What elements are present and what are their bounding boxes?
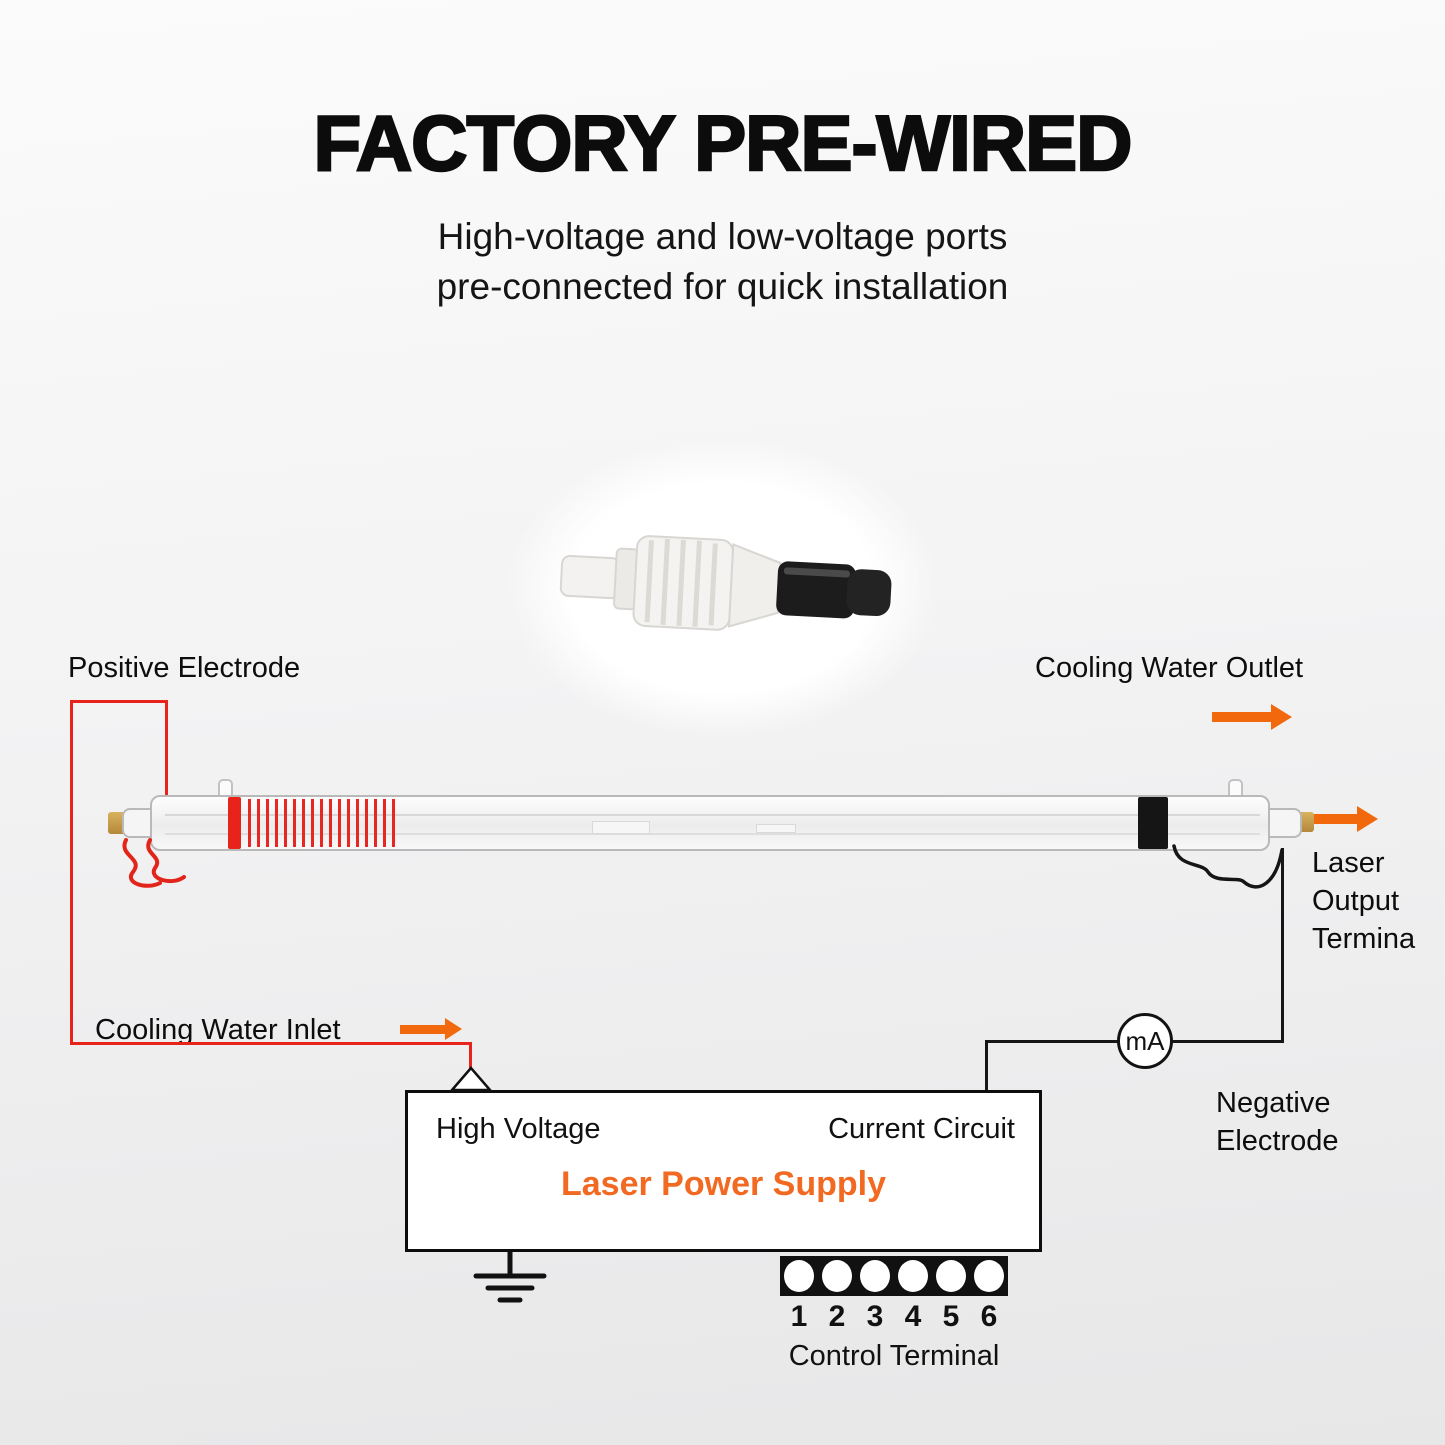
terminal-number-3: 3 — [866, 1300, 884, 1333]
laser-tube-support-bracket — [592, 821, 650, 834]
ground-symbol-icon — [473, 1250, 547, 1303]
connector-closeup-ellipse — [505, 438, 940, 738]
laser-tube-left-brass-tip — [108, 812, 126, 834]
cooling-water-outlet-arrow-right-icon — [1212, 704, 1292, 730]
ammeter-label: mA — [1125, 1025, 1165, 1056]
laser-output-label-line-1: Laser — [1312, 847, 1385, 879]
cooling-water-outlet-label: Cooling Water Outlet — [1035, 652, 1304, 684]
red-wire-to-tube-vertical — [165, 700, 168, 796]
laser-tube-right-brass-tip — [1298, 812, 1314, 832]
water-port-right-nub — [1228, 779, 1243, 799]
high-voltage-label: High Voltage — [436, 1113, 601, 1145]
water-port-left-nub — [218, 779, 233, 799]
red-wire-to-psu-vertical — [469, 1042, 472, 1070]
page-subtitle: High-voltage and low-voltage ports pre-c… — [0, 212, 1445, 312]
cooling-water-inlet-arrow-right-icon — [400, 1018, 462, 1040]
power-supply-name: Laser Power Supply — [561, 1165, 886, 1203]
current-circuit-label: Current Circuit — [828, 1113, 1015, 1145]
connector-illustration — [559, 535, 892, 631]
terminal-number-4: 4 — [904, 1300, 922, 1333]
laser-output-terminal-label: Laser Output Termina — [1312, 844, 1415, 958]
laser-output-label-line-3: Termina — [1312, 923, 1416, 955]
laser-tube-inner-line-top — [165, 814, 1260, 816]
red-wire-bottom-horizontal — [70, 1042, 472, 1045]
ammeter-gauge: mA — [1117, 1013, 1173, 1069]
terminal-numbers-row: 1 2 3 4 5 6 — [780, 1300, 1008, 1334]
laser-tube-inner-line-bottom — [165, 833, 1260, 835]
negative-electrode-label-line-2: Electrode — [1216, 1125, 1339, 1157]
positive-electrode-label: Positive Electrode — [68, 652, 301, 684]
laser-tube-red-ring — [228, 797, 241, 849]
red-wire-left-vertical — [70, 700, 73, 1045]
control-terminal-block — [780, 1256, 1008, 1296]
negative-electrode-label: Negative Electrode — [1216, 1084, 1339, 1160]
laser-tube-right-neck — [1268, 808, 1302, 838]
subtitle-line-1: High-voltage and low-voltage ports — [437, 216, 1008, 257]
terminal-number-5: 5 — [942, 1300, 960, 1333]
positive-electrode-red-wires — [122, 838, 186, 888]
terminal-number-6: 6 — [980, 1300, 998, 1333]
laser-tube-black-band — [1138, 797, 1168, 849]
control-terminal-label: Control Terminal — [788, 1340, 1000, 1372]
laser-power-supply-box: High Voltage Current Circuit Laser Power… — [405, 1090, 1042, 1252]
laser-output-label-line-2: Output — [1312, 885, 1400, 917]
negative-electrode-label-line-1: Negative — [1216, 1087, 1331, 1119]
black-wire-right-vertical — [1281, 848, 1284, 1042]
red-wire-top-horizontal — [70, 700, 168, 703]
subtitle-line-2: pre-connected for quick installation — [436, 266, 1009, 307]
black-wire-to-psu-vertical — [985, 1040, 988, 1092]
laser-output-arrow-right-icon — [1312, 806, 1378, 832]
high-voltage-connector-triangle — [450, 1066, 492, 1092]
terminal-number-2: 2 — [828, 1300, 846, 1333]
page-title: FACTORY PRE-WIRED — [312, 98, 1133, 189]
cooling-water-inlet-label: Cooling Water Inlet — [95, 1014, 341, 1046]
laser-tube-reflection-tag — [756, 824, 796, 833]
laser-tube-red-spiral-electrode — [248, 799, 398, 847]
negative-electrode-black-wire — [1172, 844, 1284, 889]
terminal-number-1: 1 — [790, 1300, 808, 1333]
